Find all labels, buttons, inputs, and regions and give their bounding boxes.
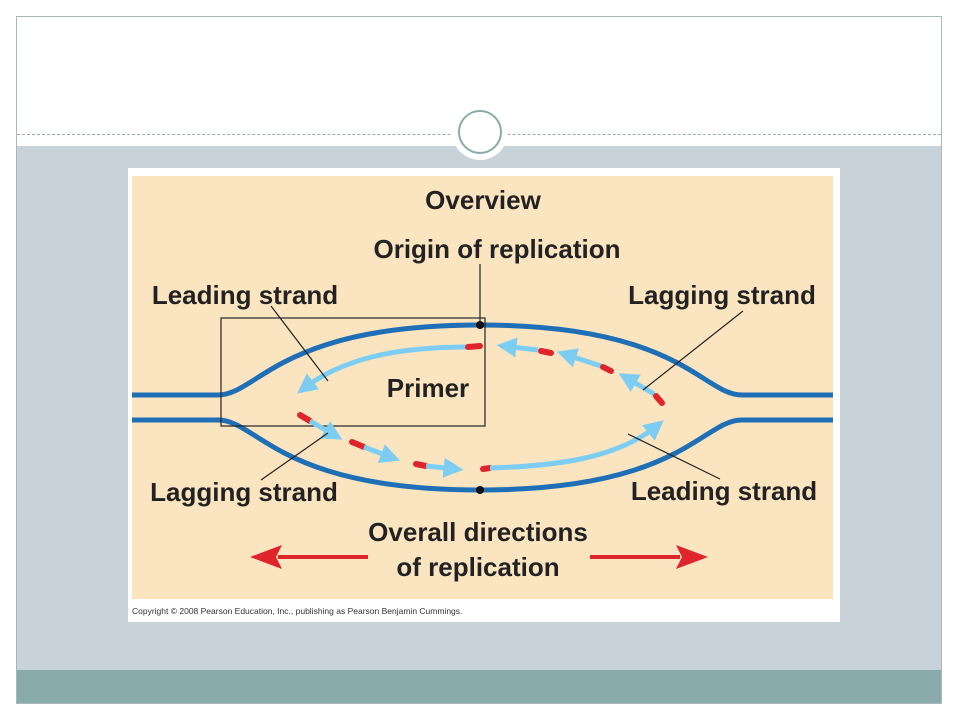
origin-label: Origin of replication [373, 234, 620, 264]
okazaki-fragment-bottom-3 [425, 457, 464, 478]
direction-arrow-left-icon [250, 545, 282, 569]
okazaki-primer-top-1 [538, 348, 554, 356]
leading-strand-label-bottom: Leading strand [631, 476, 817, 506]
okazaki-fragment-bottom-1 [308, 418, 343, 440]
leader-lagging-bottom [260, 432, 329, 481]
diagram-title: Overview [425, 185, 541, 215]
footer-band [17, 670, 941, 703]
lagging-strand-label-top: Lagging strand [628, 280, 816, 310]
leading-strand-top-new [297, 344, 469, 394]
okazaki-fragment-top-2 [556, 348, 602, 369]
replication-figure: Overview Origin of replication Leading s… [128, 168, 840, 622]
okazaki-fragment-bottom-2 [363, 444, 401, 463]
direction-arrow-right-icon [676, 545, 708, 569]
lagging-strand-label-bottom: Lagging strand [150, 477, 338, 507]
okazaki-primer-bottom-1 [297, 412, 313, 424]
okazaki-primer-top-3 [653, 393, 665, 406]
leader-lagging-top [642, 310, 744, 391]
leader-leading-top [270, 305, 329, 382]
okazaki-primer-top-2 [600, 364, 614, 374]
leading-strand-label-top: Leading strand [152, 280, 338, 310]
replication-diagram-svg: Overview Origin of replication Leading s… [132, 176, 833, 616]
highlight-box [220, 317, 486, 427]
origin-marker-bottom [476, 486, 484, 494]
leader-leading-bottom [627, 433, 721, 480]
copyright-text: Copyright © 2008 Pearson Education, Inc.… [132, 606, 462, 616]
overall-directions-line2: of replication [396, 552, 559, 582]
primer-top [465, 343, 483, 350]
primer-label: Primer [387, 373, 469, 403]
leading-strand-bottom-new [489, 420, 664, 471]
okazaki-primer-bottom-2 [349, 439, 367, 450]
okazaki-primer-bottom-3 [413, 461, 429, 469]
overall-directions-line1: Overall directions [368, 517, 588, 547]
primer-bottom [480, 465, 493, 472]
okazaki-fragment-top-3 [618, 373, 656, 397]
circle-ornament-icon [458, 110, 502, 154]
okazaki-fragment-top-1 [496, 337, 539, 358]
